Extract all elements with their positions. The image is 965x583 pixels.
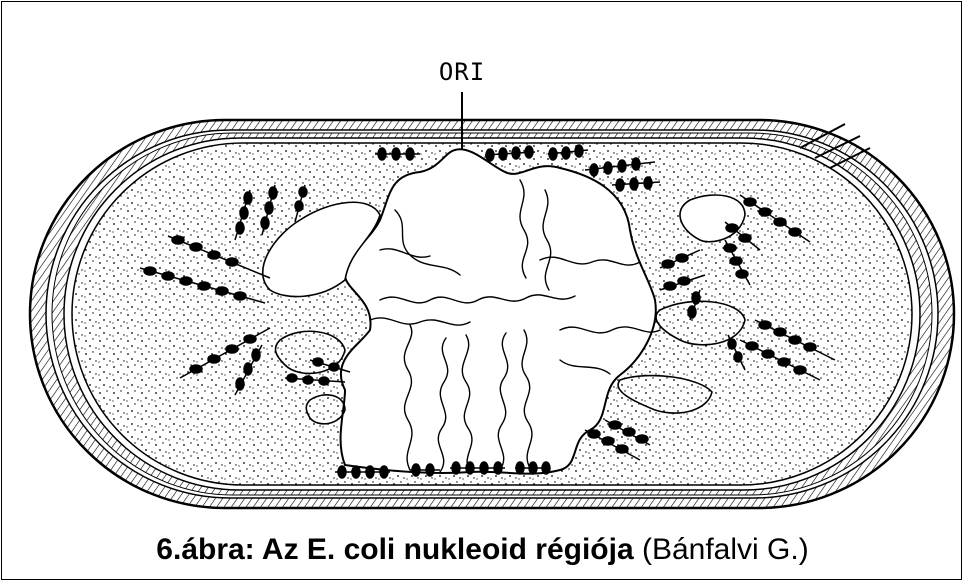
caption-title: 6.ábra: Az E. coli nukleoid régiója xyxy=(156,533,633,566)
figure-caption: 6.ábra: Az E. coli nukleoid régiója (Bán… xyxy=(0,532,965,568)
ori-label: ORI xyxy=(439,58,485,86)
caption-credit: (Bánfalvi G.) xyxy=(634,533,809,566)
